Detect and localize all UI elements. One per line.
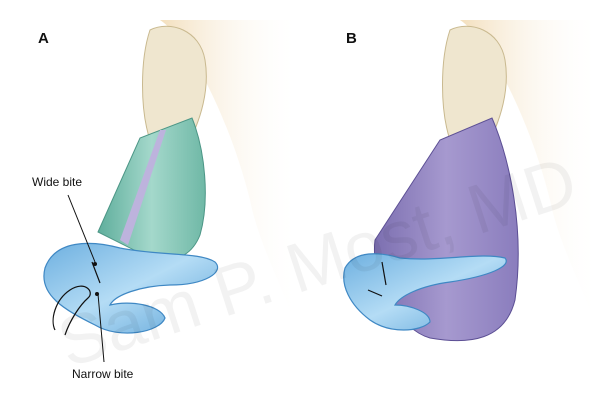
skin-soft-tissue <box>160 20 300 340</box>
nasal-bone <box>442 25 507 141</box>
panel-label-a: A <box>38 30 49 47</box>
narrow-bite-label: Narrow bite <box>72 367 134 381</box>
suture <box>367 261 387 297</box>
narrow-bite-leader <box>97 293 105 363</box>
septum-strip <box>120 130 166 245</box>
suture <box>52 261 101 336</box>
panel-a-drawing <box>43 20 300 363</box>
panel-label-b: B <box>346 30 357 47</box>
wide-bite-leader <box>67 194 96 263</box>
lower-lateral-cartilage <box>43 242 218 334</box>
panel-b-drawing <box>343 20 600 342</box>
wide-bite-label: Wide bite <box>32 175 83 189</box>
skin-soft-tissue <box>460 20 600 340</box>
nasal-bone <box>142 25 207 141</box>
upper-lateral-cartilage <box>97 117 206 261</box>
